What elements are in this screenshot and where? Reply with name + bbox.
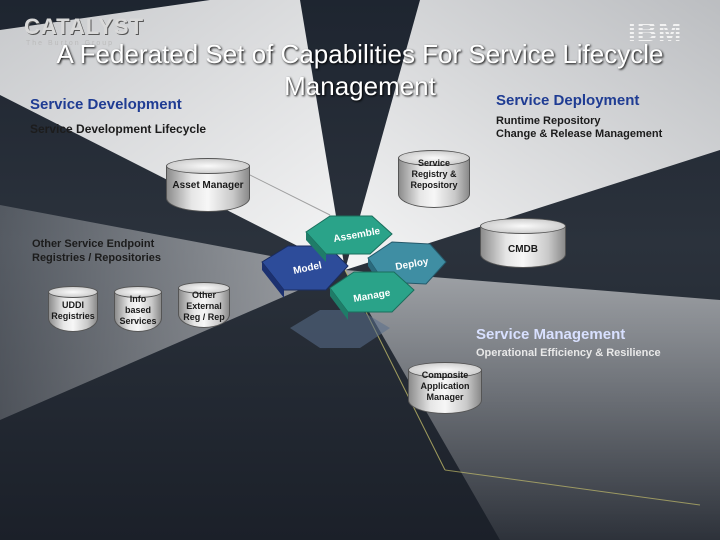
composite-app-label-line: Composite	[421, 370, 469, 380]
info-based-services-repository: Info based Services	[114, 286, 162, 332]
service-management-subtitle: Operational Efficiency & Resilience	[476, 347, 661, 359]
service-registry-repository: Service Registry & Repository	[398, 150, 470, 208]
catalyst-logo-text: CATALYST	[24, 14, 145, 39]
management-beam	[345, 270, 720, 540]
manage-hexagon: Manage	[329, 271, 415, 320]
service-registry-label-line: Service	[417, 158, 451, 168]
composite-app-label: Composite Application Manager	[408, 370, 482, 403]
other-endpoints-line-1: Other Service Endpoint	[32, 238, 155, 250]
uddi-label-line: UDDI	[62, 300, 84, 310]
service-deployment-line-1: Runtime Repository	[496, 115, 601, 127]
uddi-label-line: Registries	[51, 311, 95, 321]
service-registry-label: Service Registry & Repository	[398, 158, 470, 191]
other-external-label-line: External	[186, 301, 222, 311]
composite-app-label-line: Manager	[426, 392, 464, 402]
asset-manager-label: Asset Manager	[172, 180, 244, 191]
info-based-label-line: Services	[119, 316, 157, 326]
service-development-heading: Service Development	[30, 96, 182, 113]
ibm-logo: IBM	[628, 16, 683, 47]
other-external-label-line: Other	[191, 290, 216, 300]
registries-beam	[0, 205, 345, 420]
service-development-subtitle: Service Development Lifecycle	[30, 122, 207, 136]
page-title: A Federated Set of Capabilities For Serv…	[0, 38, 720, 102]
uddi-label: UDDI Registries	[48, 300, 98, 322]
cmdb-label: CMDB	[508, 244, 538, 255]
other-external-repository: Other External Reg / Rep	[178, 282, 230, 328]
other-external-label-line: Reg / Rep	[183, 312, 225, 322]
uddi-registries-repository: UDDI Registries	[48, 286, 98, 332]
info-based-label-line: Info	[129, 294, 147, 304]
catalyst-tagline: The Burton Group	[26, 40, 115, 47]
service-management-heading: Service Management	[476, 326, 626, 343]
other-endpoints-line-2: Registries / Repositories	[32, 252, 161, 264]
service-registry-label-line: Registry &	[411, 169, 457, 179]
asset-manager-repository: Asset Manager	[166, 158, 250, 212]
composite-app-label-line: Application	[420, 381, 470, 391]
title-line-2: Management	[284, 71, 436, 101]
lifecycle-hexagon-cluster: Model Assemble Deploy Manage	[261, 215, 447, 348]
cmdb-repository: CMDB	[480, 218, 566, 268]
composite-application-manager-repository: Composite Application Manager	[408, 362, 482, 414]
other-external-label: Other External Reg / Rep	[178, 290, 230, 323]
title-line-1: A Federated Set of Capabilities For Serv…	[56, 39, 664, 69]
development-beam	[0, 0, 345, 270]
assemble-hexagon: Assemble	[305, 215, 393, 262]
service-registry-label-line: Repository	[410, 180, 458, 190]
model-hexagon: Model	[261, 245, 349, 298]
info-based-label-line: based	[124, 305, 151, 315]
catalyst-logo: CATALYST	[24, 14, 144, 40]
service-deployment-heading: Service Deployment	[496, 92, 640, 109]
service-deployment-line-2: Change & Release Management	[496, 128, 663, 140]
info-based-label: Info based Services	[114, 294, 162, 327]
